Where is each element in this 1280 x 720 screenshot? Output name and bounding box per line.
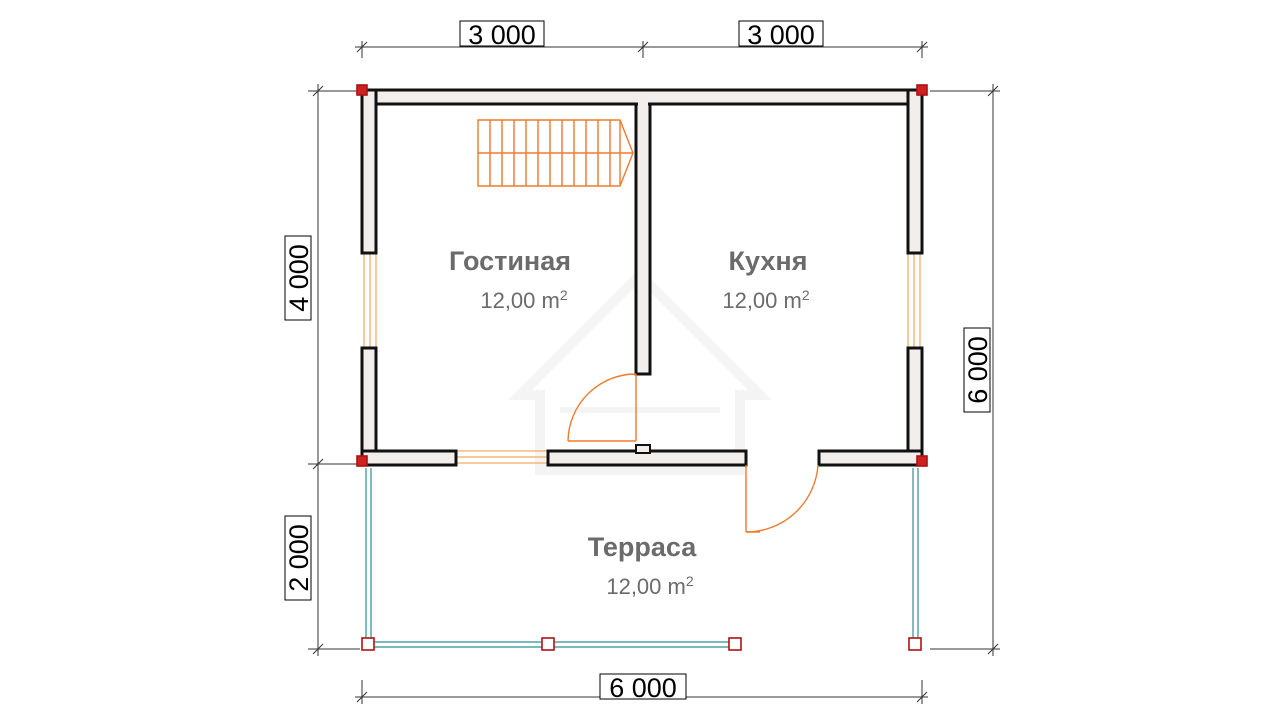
dimension-label-left-upper: 4 000 xyxy=(284,235,314,321)
wall-left-lower xyxy=(360,346,378,467)
wall-stub xyxy=(635,444,651,454)
svg-text:2 000: 2 000 xyxy=(284,524,314,592)
room-area-living: 12,00 m2 xyxy=(480,287,568,313)
dimension-label-top-left: 3 000 xyxy=(459,20,545,50)
post-terrace-2 xyxy=(541,637,555,651)
room-area-terrace: 12,00 m2 xyxy=(606,573,694,599)
svg-text:6 000: 6 000 xyxy=(963,336,993,404)
post-mid-left xyxy=(356,455,368,467)
post-mid-right xyxy=(916,455,928,467)
post-terrace-1 xyxy=(361,637,375,651)
wall-right-lower xyxy=(906,346,924,467)
dimension-label-bottom: 6 000 xyxy=(599,673,687,703)
post-top-left xyxy=(356,84,368,96)
wall-bottom-right xyxy=(817,449,924,467)
svg-text:3 000: 3 000 xyxy=(468,20,536,50)
room-name-living: Гостиная xyxy=(449,246,571,276)
dimension-label-top-right: 3 000 xyxy=(738,20,824,50)
door-living-room xyxy=(567,373,637,442)
svg-text:4 000: 4 000 xyxy=(284,244,314,312)
room-area-kitchen: 12,00 m2 xyxy=(722,287,810,313)
watermark-house-icon xyxy=(507,267,773,475)
wall-right-upper xyxy=(906,88,924,255)
room-name-kitchen: Кухня xyxy=(729,246,808,276)
svg-text:3 000: 3 000 xyxy=(747,20,815,50)
wall-bottom-left xyxy=(360,449,458,467)
staircase xyxy=(477,119,634,187)
post-top-right xyxy=(916,84,928,96)
room-name-terrace: Терраса xyxy=(588,532,698,562)
post-terrace-3 xyxy=(728,637,742,651)
wall-left-upper xyxy=(360,88,378,255)
dimension-lines xyxy=(308,41,1000,704)
posts xyxy=(356,84,928,651)
svg-text:6 000: 6 000 xyxy=(609,673,677,703)
dimension-label-left-lower: 2 000 xyxy=(284,515,314,601)
wall-partition xyxy=(634,102,652,376)
dimension-label-right: 6 000 xyxy=(963,327,993,413)
post-terrace-4 xyxy=(908,637,922,651)
door-terrace xyxy=(745,464,819,533)
